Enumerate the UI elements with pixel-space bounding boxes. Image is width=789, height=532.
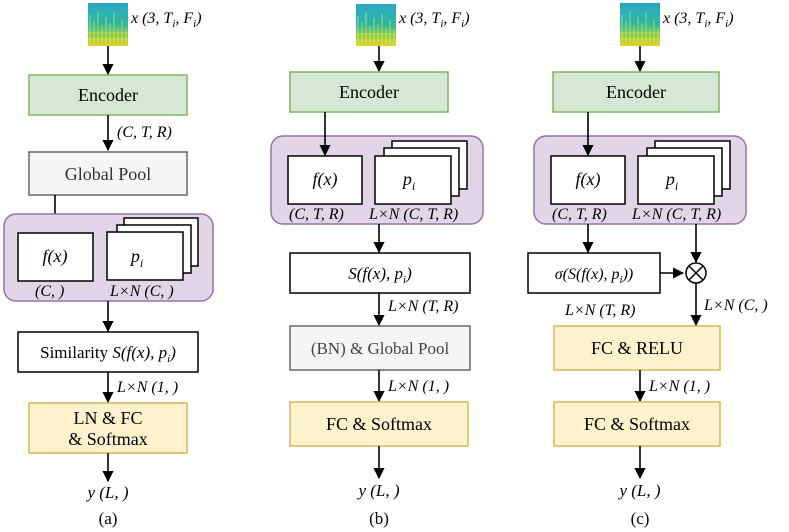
- pool-box: [289, 325, 471, 371]
- edge-label: L×N (T, R): [387, 298, 459, 315]
- caption: (b): [369, 509, 389, 528]
- similarity-label: S(f(x), pi): [348, 264, 412, 286]
- shape-label: L×N (C, ): [703, 297, 768, 314]
- shape-label: L×N (C, ): [109, 283, 174, 300]
- prototype-stack: [637, 140, 731, 205]
- sigma-box: [527, 252, 661, 294]
- fx-box: [287, 155, 363, 205]
- head-label: FC & Softmax: [326, 414, 432, 434]
- shape-label: (C, ): [35, 283, 64, 300]
- edge-label: L×N (1, ): [387, 378, 449, 395]
- head-label: FC & Softmax: [584, 414, 690, 434]
- head-box: [28, 402, 188, 454]
- column-a: x (3, Ti, Fi) Encoder (C, T, R) Global P…: [3, 3, 214, 528]
- input-label: x (3, Ti, Fi): [130, 10, 202, 30]
- shape-label: (C, T, R): [289, 206, 344, 223]
- caption: (a): [99, 509, 118, 528]
- global-pool-box: [28, 151, 188, 196]
- encoder-label: Encoder: [606, 82, 666, 102]
- edge-label: L×N (1, ): [648, 378, 710, 395]
- caption: (c): [631, 509, 650, 528]
- head-label-line2: & Softmax: [68, 429, 148, 449]
- shape-label: L×N (T, R): [564, 302, 636, 319]
- fx-box: [17, 232, 94, 282]
- multiply-icon: [685, 262, 707, 284]
- encoder-label: Encoder: [78, 85, 138, 105]
- output-label: y (L, ): [85, 483, 128, 502]
- fx-label: f(x): [313, 169, 338, 190]
- prototype-stack: [106, 217, 199, 281]
- spectrogram-icon: [620, 3, 660, 46]
- fx-label: f(x): [43, 246, 68, 267]
- head-box: [289, 401, 469, 447]
- similarity-label: Similarity S(f(x), pi): [40, 343, 176, 365]
- encoder-box: [28, 74, 188, 116]
- similarity-box: [289, 252, 471, 294]
- fc-relu-label: FC & RELU: [591, 338, 683, 358]
- pool-label: (BN) & Global Pool: [311, 339, 450, 358]
- encoder-label: Encoder: [339, 82, 399, 102]
- fx-box: [550, 155, 626, 205]
- shape-label: (C, T, R): [552, 206, 607, 223]
- encoder-box: [289, 71, 449, 113]
- output-label: y (L, ): [356, 481, 399, 500]
- edge-label: L×N (1, ): [116, 379, 178, 396]
- head-label-line1: LN & FC: [73, 408, 142, 428]
- spectrogram-icon: [88, 3, 128, 46]
- sigma-label: σ(S(f(x), pi)): [555, 266, 633, 286]
- prototype-stack: [374, 140, 468, 205]
- edge-label: (C, T, R): [117, 124, 172, 141]
- fx-label: f(x): [576, 169, 601, 190]
- prototype-label: pi: [664, 169, 678, 193]
- prototype-label: pi: [129, 246, 143, 270]
- encoder-box: [552, 71, 720, 113]
- shape-label: L×N (C, T, R): [368, 206, 458, 223]
- head-box: [553, 401, 721, 447]
- input-label: x (3, Ti, Fi): [398, 10, 470, 30]
- output-label: y (L, ): [617, 481, 660, 500]
- column-c: x (3, Ti, Fi) Encoder f(x) pi (C, T, R) …: [527, 3, 768, 528]
- prototype-label: pi: [401, 169, 415, 193]
- input-label: x (3, Ti, Fi): [662, 10, 734, 30]
- column-b: x (3, Ti, Fi) Encoder f(x) pi (C, T, R) …: [270, 4, 484, 528]
- fc-relu-box: [553, 325, 721, 371]
- shape-label: L×N (C, T, R): [631, 206, 721, 223]
- global-pool-label: Global Pool: [65, 164, 152, 184]
- spectrogram-icon: [356, 4, 396, 46]
